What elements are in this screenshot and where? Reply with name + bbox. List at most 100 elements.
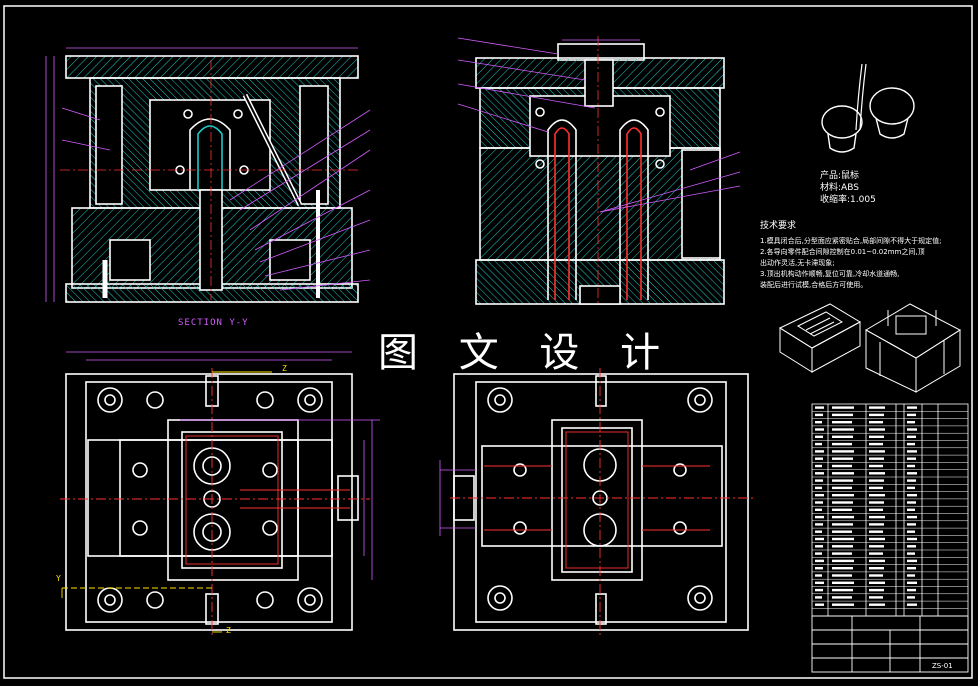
parts-list-cell-mark (832, 581, 854, 584)
plan-right-dimensions (439, 460, 476, 536)
tech-requirements-heading: 技术要求 (760, 221, 797, 231)
parts-list-cell-mark (869, 442, 883, 446)
parts-list-cell-mark (815, 494, 824, 497)
parts-list-cell-mark (869, 515, 885, 519)
section-left-centerlines (60, 60, 360, 300)
parts-list-cell-mark (815, 537, 824, 541)
section-view-left (65, 55, 359, 303)
parts-list-cell-mark (832, 501, 853, 504)
parts-list-cell-mark (869, 428, 885, 431)
parts-list-cell-mark (869, 494, 885, 497)
parts-list-cell-mark (907, 567, 916, 570)
product-shrinkage: 收缩率:1.005 (820, 195, 876, 205)
plan-left-red-lines (60, 368, 370, 636)
parts-list-cell-mark (869, 537, 885, 541)
parts-list-cell-mark (832, 523, 853, 526)
parts-list-cell-mark (907, 464, 915, 468)
parts-list-cell-mark (815, 406, 824, 409)
parts-list-cell-mark (815, 545, 823, 548)
section-right-leaders (457, 37, 741, 213)
plan-left-dimensions (66, 351, 380, 580)
parts-list-cell-mark (832, 428, 854, 431)
parts-list-cell-mark (832, 479, 853, 482)
parts-list-cell-mark (815, 450, 824, 453)
parts-list-cell-mark (907, 581, 917, 584)
parts-list-cell-mark (907, 501, 916, 504)
parts-list-cell-mark (907, 428, 917, 431)
parts-list-cell-mark (832, 596, 852, 599)
parts-list-cell-mark (869, 472, 885, 475)
plan-right-red-lines (450, 368, 754, 636)
parts-list-cell-mark (832, 552, 852, 555)
parts-list-cell-mark (869, 588, 884, 592)
parts-list-cell-mark (907, 442, 915, 446)
product-sketch (821, 63, 915, 153)
parts-list-cell-mark (815, 479, 823, 482)
parts-list-cell-mark (907, 574, 915, 577)
parts-list-cell-mark (815, 603, 824, 606)
parts-list-cell-mark (869, 479, 884, 482)
watermark-text: 图 文 设 计 (378, 330, 675, 376)
parts-list-cell-mark (907, 530, 915, 533)
parts-list-cell-mark (907, 559, 917, 563)
parts-list-cell-mark (907, 421, 915, 424)
parts-list-cell-mark (832, 435, 853, 438)
parts-list-cell-mark (869, 421, 883, 424)
parts-list-cell-marks (815, 406, 917, 606)
parts-list-cell-mark (907, 523, 916, 526)
parts-list-cell-mark (869, 559, 885, 563)
parts-list-cell-mark (907, 435, 916, 438)
tech-requirement-line-4: 3.顶出机构动作顺畅,复位可靠,冷却水道通畅, (760, 270, 900, 278)
parts-list-cell-mark (832, 421, 852, 424)
parts-list-cell-mark (907, 537, 917, 541)
section-left-dimensions (45, 47, 371, 302)
tech-requirement-line-3: 出动作灵活,无卡滞现象; (760, 259, 835, 267)
parts-list-cell-mark (907, 450, 917, 453)
parts-list-cell-mark (869, 603, 885, 606)
parts-list-cell-mark (907, 486, 915, 490)
parts-list-cell-mark (832, 406, 854, 409)
parts-list-cell-mark (815, 501, 823, 504)
parts-list-cell-mark (869, 530, 883, 533)
drawing-number: ZS-01 (932, 662, 953, 670)
parts-list-cell-mark (832, 603, 854, 606)
parts-list-cell-mark (815, 523, 823, 526)
parts-list-cell-mark (907, 508, 915, 511)
parts-list-cell-mark (832, 545, 853, 548)
parts-list-cell-mark (869, 450, 885, 453)
parts-list-cell-mark (815, 508, 822, 511)
axis-label-z-top: Z (282, 364, 287, 373)
parts-list-cell-mark (907, 457, 916, 460)
parts-list-cell-mark (815, 464, 822, 468)
tech-requirement-line-5: 装配后进行试模,合格后方可使用。 (760, 281, 868, 289)
parts-list-cell-mark (907, 479, 916, 482)
parts-list-cell-mark (815, 596, 822, 599)
parts-list-cell-mark (832, 508, 852, 511)
axis-label-z-bottom: Z (226, 626, 231, 635)
parts-list-cell-mark (832, 494, 854, 497)
parts-list-rows (812, 411, 968, 609)
parts-list-cell-mark (815, 428, 824, 431)
parts-list-cell-mark (869, 413, 884, 417)
parts-list-cell-mark (907, 406, 917, 409)
parts-list-cell-mark (907, 588, 916, 592)
parts-list-cell-mark (869, 574, 883, 577)
parts-list-cell-mark (869, 486, 883, 490)
parts-list-cell-mark (815, 413, 823, 417)
parts-list-cell-mark (815, 442, 822, 446)
parts-list-cell-mark (869, 552, 883, 555)
product-name: 产品:鼠标 (820, 171, 860, 181)
parts-list-cell-mark (815, 574, 822, 577)
tech-requirement-line-2: 2.各导向零件配合间隙控制在0.01~0.02mm之间,顶 (760, 248, 925, 256)
plan-left-yellow-axes (61, 371, 272, 633)
parts-list-cell-mark (815, 588, 823, 592)
parts-list-cell-mark (869, 523, 884, 526)
parts-list-cell-mark (832, 567, 853, 570)
parts-list-cell-mark (832, 559, 854, 563)
parts-list-cell-mark (869, 457, 884, 460)
parts-list-cell-mark (815, 581, 824, 584)
parts-list-cell-mark (907, 596, 915, 599)
parts-list-cell-mark (907, 494, 917, 497)
parts-list-cell-mark (907, 515, 917, 519)
